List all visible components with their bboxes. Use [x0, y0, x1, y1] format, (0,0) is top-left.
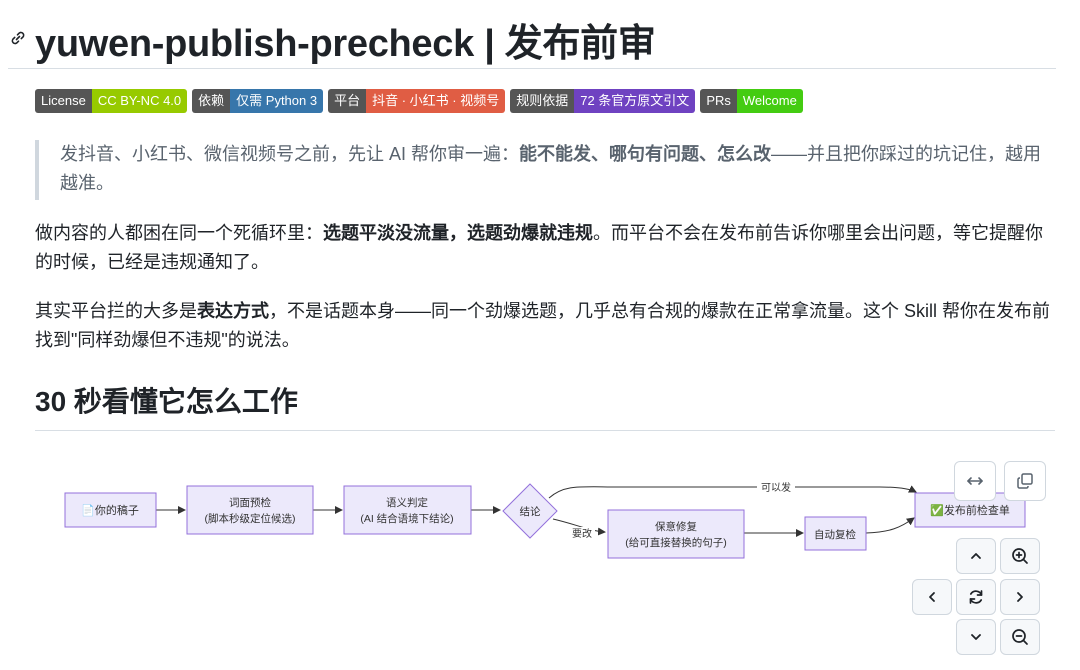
paragraph-emphasis: 表达方式: [197, 301, 269, 321]
badge-value: 72 条官方原文引文: [574, 89, 696, 113]
pan-up-button[interactable]: [956, 538, 996, 574]
node-recheck-label: 自动复检: [814, 528, 856, 541]
quote-text: 发抖音、小红书、微信视频号之前，先让 AI 帮你审一遍：: [60, 144, 520, 164]
node-draft: [64, 492, 157, 528]
badge-rules[interactable]: 规则依据 72 条官方原文引文: [510, 89, 696, 113]
badge-prs[interactable]: PRs Welcome: [700, 89, 803, 113]
badge-value: 仅需 Python 3: [230, 89, 324, 113]
pan-down-button[interactable]: [956, 619, 996, 655]
badge-key: 规则依据: [510, 89, 575, 113]
intro-quote: 发抖音、小红书、微信视频号之前，先让 AI 帮你审一遍：能不能发、哪句有问题、怎…: [35, 140, 1045, 200]
badge-platform[interactable]: 平台 抖音 · 小红书 · 视频号: [328, 89, 506, 113]
node-judge-sublabel: (AI 结合语境下结论): [360, 512, 453, 525]
badge-dependency[interactable]: 依赖 仅需 Python 3: [192, 89, 324, 113]
pan-down-icon: [971, 634, 981, 640]
paragraph-text: 其实平台拦的大多是: [35, 301, 197, 321]
quote-text-end: ——并且把你踩过的坑记住，越用越准。: [60, 144, 1042, 193]
node-judge-label: 语义判定: [386, 496, 428, 509]
paragraph-text: 做内容的人都困在同一个死循环里：: [35, 223, 323, 243]
badge-value: 抖音 · 小红书 · 视频号: [366, 89, 506, 113]
reset-icon: [969, 590, 983, 604]
node-fix: [607, 509, 745, 559]
edge-ok-label: 可以发: [761, 481, 791, 494]
paragraph-emphasis: 选题平淡没流量，选题劲爆就违规: [323, 223, 593, 243]
page-title: yuwen-publish-precheck | 发布前审: [35, 23, 656, 65]
pan-right-button[interactable]: [1000, 579, 1040, 615]
paragraph-problem: 做内容的人都困在同一个死循环里：选题平淡没流量，选题劲爆就违规。而平台不会在发布…: [35, 219, 1055, 277]
fullscreen-button[interactable]: [954, 461, 996, 501]
badge-row: License CC BY-NC 4.0 依赖 仅需 Python 3 平台 抖…: [35, 89, 803, 113]
pan-up-icon: [971, 553, 981, 559]
badge-key: PRs: [700, 89, 737, 113]
badge-key: License: [35, 89, 92, 113]
node-fix-label: 保意修复: [655, 520, 697, 533]
paragraph-solution: 其实平台拦的大多是表达方式，不是话题本身——同一个劲爆选题，几乎总有合规的爆款在…: [35, 297, 1055, 355]
node-scan-label: 词面预检: [229, 496, 271, 509]
node-recheck: [804, 516, 867, 551]
edge-label-bg: [757, 481, 795, 494]
quote-emphasis: 能不能发、哪句有问题、怎么改: [519, 144, 772, 164]
copy-button[interactable]: [1004, 461, 1046, 501]
zoom-in-icon: [1012, 548, 1028, 564]
node-scan: [186, 485, 314, 535]
zoom-out-button[interactable]: [1000, 619, 1040, 655]
node-decision-label: 结论: [520, 505, 541, 518]
badge-value: CC BY-NC 4.0: [91, 89, 188, 113]
copy-icon: [1017, 473, 1033, 489]
flowchart: 📄你的稿子 词面预检 (脚本秒级定位候选) 语义判定 (AI 结合语境下结论) …: [64, 481, 1026, 559]
pan-left-icon: [929, 592, 935, 602]
zoom-out-icon: [1012, 629, 1028, 645]
edge-recheck-result: [865, 517, 915, 534]
fullscreen-icon: [967, 477, 983, 485]
node-draft-label: 📄你的稿子: [81, 503, 139, 517]
section-heading: 30 秒看懂它怎么工作: [35, 382, 1055, 431]
zoom-in-button[interactable]: [1000, 538, 1040, 574]
flowchart-container: 📄你的稿子 词面预检 (脚本秒级定位候选) 语义判定 (AI 结合语境下结论) …: [0, 440, 1080, 665]
paragraph-text-end: 。而平台不会在发布前告诉你哪里会出问题，等它提醒你的时候，已经是违规通知了。: [35, 223, 1043, 272]
pan-left-button[interactable]: [912, 579, 952, 615]
link-icon[interactable]: [8, 28, 28, 48]
badge-key: 平台: [328, 89, 367, 113]
paragraph-text-end: ，不是话题本身——同一个劲爆选题，几乎总有合规的爆款在正常拿流量。这个 Skil…: [35, 301, 1051, 350]
edge-label-bg: [569, 527, 595, 540]
node-result-label: ✅发布前检查单: [930, 503, 1010, 517]
node-judge: [343, 485, 472, 535]
edge-ok: [548, 485, 917, 499]
node-fix-sublabel: (给可直接替换的句子): [625, 536, 727, 549]
reset-view-button[interactable]: [956, 579, 996, 615]
edge-fix-label: 要改: [572, 527, 592, 540]
title-row: yuwen-publish-precheck | 发布前审: [8, 8, 1056, 69]
pan-right-icon: [1017, 592, 1023, 602]
badge-key: 依赖: [192, 89, 231, 113]
badge-license[interactable]: License CC BY-NC 4.0: [35, 89, 188, 113]
node-decision: [502, 483, 558, 539]
node-scan-sublabel: (脚本秒级定位候选): [205, 512, 296, 525]
badge-value: Welcome: [736, 89, 803, 113]
